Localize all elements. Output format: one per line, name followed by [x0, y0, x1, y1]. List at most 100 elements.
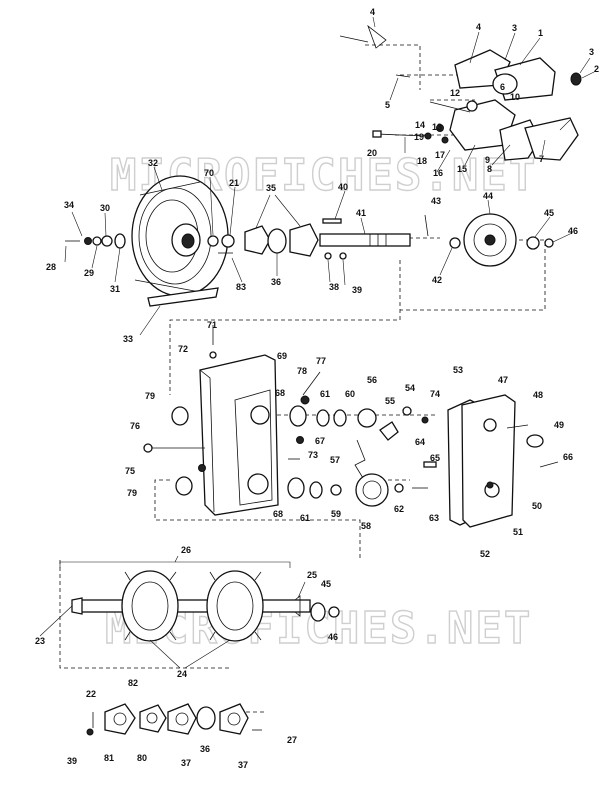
callout-61-a: 61: [320, 389, 330, 399]
washer-59: [330, 484, 342, 496]
callout-20: 20: [367, 148, 377, 158]
callout-35: 35: [266, 183, 276, 193]
callout-26: 26: [181, 545, 191, 555]
callout-54: 54: [405, 383, 415, 393]
washer-10: [466, 100, 478, 112]
callout-24: 24: [177, 669, 187, 679]
callout-19: 19: [414, 132, 424, 142]
callout-34: 34: [64, 200, 74, 210]
nut-75: [198, 464, 206, 472]
callout-40: 40: [338, 182, 348, 192]
callout-73: 73: [308, 450, 318, 460]
bearing-45: [526, 236, 540, 250]
callout-66: 66: [563, 452, 573, 462]
belt-33: [147, 287, 219, 307]
bushing-3: [492, 73, 518, 95]
callout-55: 55: [385, 396, 395, 406]
callout-39-b: 39: [67, 756, 77, 766]
callout-23: 23: [35, 636, 45, 646]
bolt-77: [302, 371, 321, 396]
callout-3-a: 3: [512, 23, 517, 33]
plug-50: [486, 481, 494, 489]
callout-29: 29: [84, 268, 94, 278]
callout-53: 53: [453, 365, 463, 375]
sprocket-58: [355, 473, 389, 507]
callout-48: 48: [533, 390, 543, 400]
washer-29: [92, 236, 102, 246]
axle-end-23: [71, 597, 83, 615]
nut-39b: [86, 728, 94, 736]
pin-43: [424, 214, 429, 237]
pin-12: [429, 101, 471, 113]
shim-61a: [316, 409, 330, 427]
plate-7: [524, 117, 579, 161]
callout-39: 39: [352, 285, 362, 295]
callout-56: 56: [367, 375, 377, 385]
group-brackets: [39, 555, 306, 669]
callout-28: 28: [46, 262, 56, 272]
callout-21: 21: [229, 178, 239, 188]
driven-pulley-assembly: [65, 175, 347, 307]
washer-30: [101, 235, 113, 247]
shim-60: [333, 409, 347, 427]
ring-46: [544, 238, 554, 248]
callout-45-b: 45: [321, 579, 331, 589]
plug-67: [296, 436, 304, 444]
washer-21: [221, 234, 235, 248]
callout-46: 46: [568, 226, 578, 236]
callout-10: 10: [510, 92, 520, 102]
callout-15: 15: [457, 164, 467, 174]
callout-16: 16: [433, 168, 443, 178]
bolt-20: [375, 133, 426, 137]
ring-42: [449, 237, 461, 249]
seal-79b: [175, 476, 193, 496]
callout-17: 17: [435, 150, 445, 160]
callout-80: 80: [137, 753, 147, 763]
callout-52: 52: [480, 549, 490, 559]
rod-4: [339, 35, 369, 43]
callout-27: 27: [287, 735, 297, 745]
callout-41: 41: [356, 208, 366, 218]
chain-57: [354, 439, 366, 479]
callout-58: 58: [361, 521, 371, 531]
callout-70: 70: [204, 168, 214, 178]
callout-36-b: 36: [200, 744, 210, 754]
washer-34: [84, 237, 92, 245]
callout-72: 72: [178, 344, 188, 354]
callout-83: 83: [236, 282, 246, 292]
nut-38: [324, 252, 332, 260]
flange-80: [139, 704, 167, 733]
callout-6: 6: [500, 82, 505, 92]
callout-78: 78: [297, 366, 307, 376]
callout-37-a: 37: [181, 758, 191, 768]
callout-38: 38: [329, 282, 339, 292]
shim-61b: [309, 481, 323, 499]
callout-46-b: 46: [328, 632, 338, 642]
washer-54: [402, 406, 412, 416]
bolt-66: [539, 461, 559, 468]
cap-49: [526, 434, 544, 448]
tensioner-55: [379, 421, 399, 441]
callout-12: 12: [450, 88, 460, 98]
callout-5: 5: [385, 100, 390, 110]
drive-axle-25: [79, 599, 311, 613]
bolt-48: [506, 424, 529, 429]
bearing-36: [267, 228, 287, 254]
washer-19: [424, 132, 432, 140]
callout-64: 64: [415, 437, 425, 447]
brake-linkage-assembly: [339, 24, 582, 161]
callout-63: 63: [429, 513, 439, 523]
nut-18: [441, 136, 449, 144]
flange-35b: [289, 223, 319, 257]
nut-78: [300, 395, 310, 405]
callout-43: 43: [431, 196, 441, 206]
bolt-5: [395, 74, 411, 78]
callout-76: 76: [130, 421, 140, 431]
flange-35a: [244, 225, 271, 255]
flange-37b: [219, 703, 249, 735]
callout-30: 30: [100, 203, 110, 213]
ring-46b: [328, 606, 340, 618]
callout-31: 31: [110, 284, 120, 294]
nut-14: [436, 124, 444, 132]
